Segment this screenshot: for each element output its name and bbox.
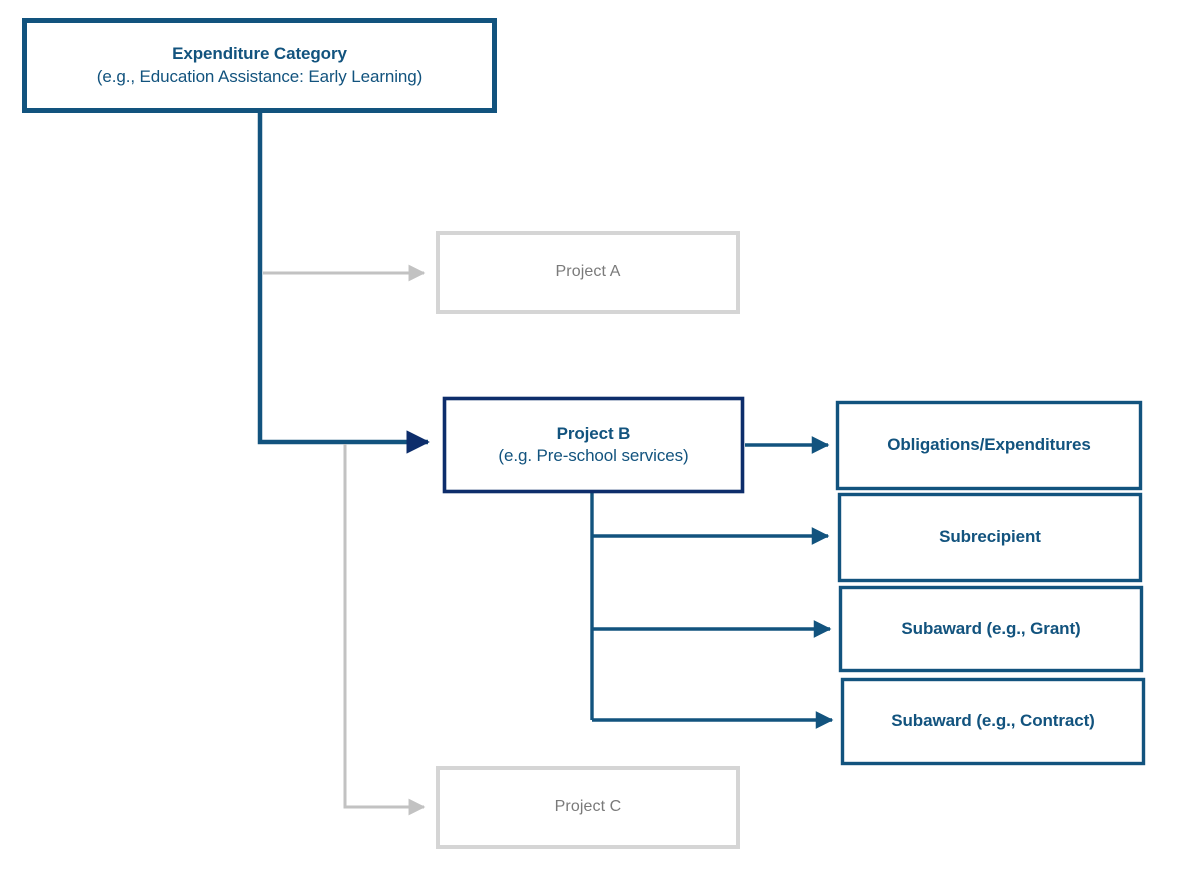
- node-project-b[interactable]: [442, 396, 745, 494]
- edge-expenditure-to-project-c: [343, 444, 426, 816]
- node-subaward-contract[interactable]: [840, 677, 1146, 766]
- edge-expenditure-to-project-b: [257, 113, 430, 454]
- node-obligations-expenditures[interactable]: [835, 400, 1143, 491]
- node-subaward-grant[interactable]: [838, 585, 1144, 673]
- node-subrecipient[interactable]: [837, 492, 1143, 583]
- node-project-a[interactable]: [436, 231, 740, 314]
- node-expenditure-category[interactable]: [22, 18, 497, 113]
- node-project-c[interactable]: [436, 766, 740, 849]
